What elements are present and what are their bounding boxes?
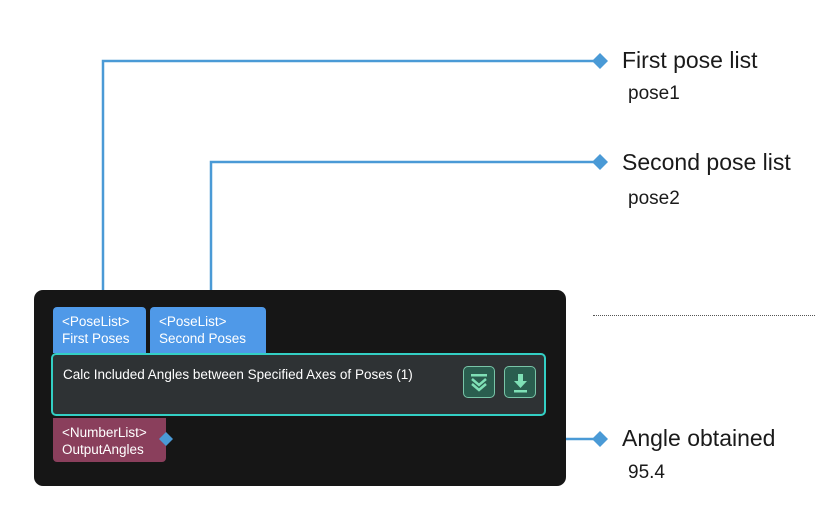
callout-angle-value: 95.4 [628, 462, 665, 483]
step-title: Calc Included Angles between Specified A… [63, 367, 413, 382]
download-arrow-icon [514, 374, 527, 393]
diamond-marker-second-pose-end [592, 154, 608, 170]
output-port-output-angles[interactable]: <NumberList> OutputAngles [53, 418, 166, 462]
callout-second-pose-title: Second pose list [622, 149, 791, 175]
output-port-label: OutputAngles [62, 442, 144, 457]
diamond-marker-angle-end [592, 431, 608, 447]
double-chevron-down-icon [471, 374, 487, 392]
connector-first-pose [101, 59, 600, 305]
diamond-marker-first-pose-end [592, 53, 608, 69]
step-body[interactable]: Calc Included Angles between Specified A… [51, 353, 546, 416]
callout-first-pose-value: pose1 [628, 83, 680, 104]
callout-first-pose-title: First pose list [622, 47, 758, 73]
callout-angle-title: Angle obtained [622, 425, 776, 451]
run-button[interactable] [504, 366, 536, 398]
input-port-type: <PoseList> [62, 314, 130, 329]
expand-button[interactable] [463, 366, 495, 398]
input-port-second-poses[interactable]: <PoseList> Second Poses [150, 307, 266, 353]
input-port-type: <PoseList> [159, 314, 227, 329]
callout-second-pose-value: pose2 [628, 188, 680, 209]
connector-second-pose [209, 160, 600, 305]
input-port-first-poses[interactable]: <PoseList> First Poses [53, 307, 146, 353]
output-port-type: <NumberList> [62, 425, 147, 440]
input-port-label: Second Poses [159, 331, 247, 346]
dotted-separator [593, 315, 815, 316]
input-port-label: First Poses [62, 331, 130, 346]
